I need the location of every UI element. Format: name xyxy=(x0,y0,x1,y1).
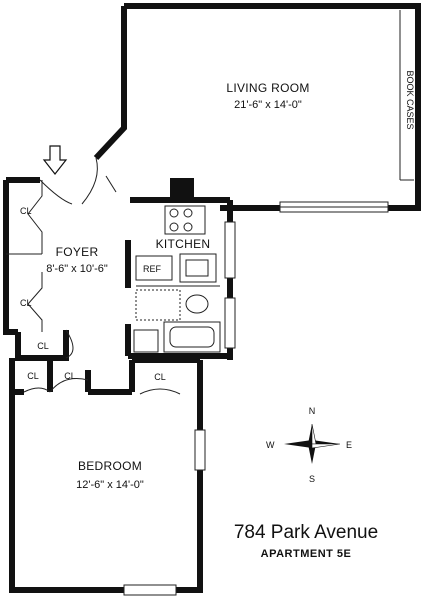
foyer-closets xyxy=(6,180,43,332)
kitchen-fixtures xyxy=(135,205,220,287)
entrance-arrow-icon xyxy=(42,145,68,175)
address-apartment: APARTMENT 5E xyxy=(261,548,352,560)
closet-label-2: CL xyxy=(20,298,32,308)
kitchen-label: KITCHEN xyxy=(156,237,211,251)
closet-label-6: CL xyxy=(154,372,166,382)
entry-door xyxy=(39,157,117,205)
bedroom-walls xyxy=(9,357,203,593)
closet-label-4: CL xyxy=(27,371,39,381)
chimney xyxy=(170,178,194,200)
kitchen-window xyxy=(224,221,236,279)
closet-label-5: CL xyxy=(64,371,76,381)
living-room-label: LIVING ROOM xyxy=(226,81,309,95)
bedroom-south-window xyxy=(123,584,177,596)
living-room-dims: 21'-6" x 14'-0" xyxy=(234,99,302,111)
foyer-walls xyxy=(3,177,233,360)
bath-fixtures xyxy=(133,289,221,353)
closet-label-1: CL xyxy=(20,206,32,216)
compass-west: W xyxy=(266,440,275,450)
refrigerator-label: REF xyxy=(143,264,162,274)
foyer-dims: 8'-6" x 10'-6" xyxy=(46,263,108,275)
closet-label-3: CL xyxy=(37,341,49,351)
compass-north: N xyxy=(309,406,316,416)
bedroom-label: BEDROOM xyxy=(78,459,142,473)
compass-south: S xyxy=(309,474,315,484)
bath-window xyxy=(224,297,236,349)
address-street: 784 Park Avenue xyxy=(234,522,378,543)
bedroom-dims: 12'-6" x 14'-0" xyxy=(76,479,144,491)
hall-closets xyxy=(9,329,91,393)
foyer-label: FOYER xyxy=(56,245,99,259)
compass-rose-icon xyxy=(284,423,341,464)
compass-east: E xyxy=(346,440,352,450)
bedroom-east-window xyxy=(194,429,206,471)
bedroom-closet-door xyxy=(139,388,181,395)
bookcases-label: BOOK CASES xyxy=(405,70,415,129)
